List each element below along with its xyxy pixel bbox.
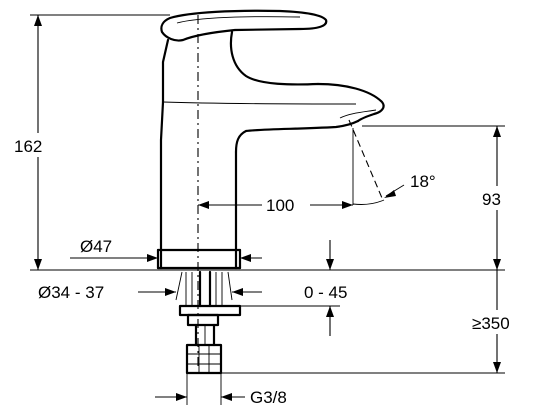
dim-total-height bbox=[12, 14, 170, 270]
deck-thickness-label: 0 - 45 bbox=[304, 283, 347, 302]
dim-body-diameter bbox=[70, 254, 262, 262]
dim-hole-diameter bbox=[138, 288, 262, 296]
dim-spout-reach bbox=[198, 192, 353, 216]
dim-connection bbox=[155, 373, 295, 409]
spout-height-label: 93 bbox=[482, 190, 501, 209]
min-clearance-label: ≥350 bbox=[472, 314, 510, 333]
total-height-label: 162 bbox=[14, 137, 42, 156]
spout-angle-label: 18° bbox=[410, 172, 436, 191]
spout-axis-line bbox=[348, 119, 383, 199]
dim-min-clearance bbox=[222, 270, 530, 374]
hole-diameter-label: Ø34 - 37 bbox=[38, 283, 104, 302]
spout-reach-label: 100 bbox=[266, 196, 294, 215]
connection-label: G3/8 bbox=[250, 388, 287, 407]
dim-spout-height bbox=[362, 125, 514, 270]
faucet-body bbox=[156, 9, 385, 270]
body-diameter-label: Ø47 bbox=[80, 237, 112, 256]
dim-angle bbox=[384, 184, 405, 198]
connection-assembly bbox=[30, 269, 505, 375]
angle-arc bbox=[352, 199, 385, 205]
dim-deck-thickness bbox=[240, 240, 340, 336]
